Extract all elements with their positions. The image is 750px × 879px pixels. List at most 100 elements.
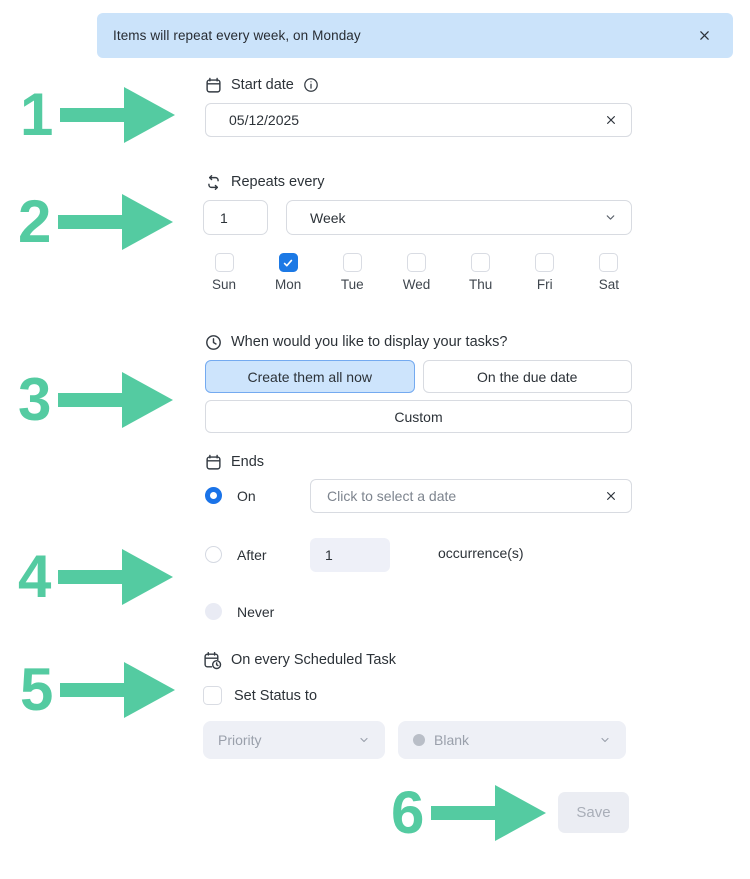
status-field-dropdown[interactable]: Priority (203, 721, 385, 759)
day-thu[interactable]: Thu (460, 253, 502, 292)
chevron-down-icon (599, 734, 611, 746)
step-number: 5 (20, 656, 53, 723)
status-color-dot (413, 734, 425, 746)
ends-on-row: On Click to select a date (205, 479, 632, 513)
annotation-arrow-6: 6 (391, 779, 547, 846)
option-custom[interactable]: Custom (205, 400, 632, 433)
occurrences-input[interactable]: 1 (310, 538, 390, 572)
start-date-label: Start date (231, 77, 294, 93)
annotation-arrow-2: 2 (18, 188, 174, 255)
ends-label-row: Ends (205, 451, 264, 473)
day-wed-label: Wed (402, 277, 431, 292)
checkmark-icon (283, 259, 293, 266)
step-number: 1 (20, 81, 53, 148)
arrow-shaft (60, 683, 125, 697)
day-sat-label: Sat (598, 277, 620, 292)
day-sun-checkbox[interactable] (214, 253, 234, 272)
arrow-head-icon (124, 662, 176, 718)
arrow-shaft (58, 215, 123, 229)
end-date-input[interactable]: Click to select a date (310, 479, 632, 513)
step-number: 6 (391, 779, 424, 846)
interval-unit-value: Week (310, 209, 346, 226)
ends-never-label: Never (237, 603, 275, 620)
day-sat-checkbox[interactable] (599, 253, 619, 272)
status-field-value: Priority (218, 732, 262, 748)
arrow-head-icon (122, 194, 174, 250)
day-fri-checkbox[interactable] (535, 253, 555, 272)
day-fri[interactable]: Fri (524, 253, 566, 292)
day-thu-label: Thu (468, 277, 493, 292)
clock-icon (205, 334, 222, 351)
day-mon[interactable]: Mon (267, 253, 309, 292)
arrow-head-icon (495, 785, 547, 841)
ends-after-row: After 1 occurrence(s) (205, 538, 632, 572)
ends-never-row: Never (205, 603, 274, 620)
ends-on-radio[interactable] (205, 487, 222, 504)
weekday-selector: Sun Mon Tue Wed Thu Fri Sat (203, 253, 630, 292)
day-mon-checkbox[interactable] (278, 253, 298, 272)
clear-date-icon[interactable] (605, 114, 617, 126)
interval-value: 1 (220, 209, 228, 226)
interval-input[interactable]: 1 (203, 200, 268, 235)
annotation-arrow-5: 5 (20, 656, 176, 723)
end-date-placeholder: Click to select a date (327, 488, 457, 504)
arrow-head-icon (122, 549, 174, 605)
set-status-row: Set Status to (203, 686, 317, 705)
status-value-dropdown[interactable]: Blank (398, 721, 626, 759)
calendar-clock-icon (203, 651, 222, 670)
arrow-head-icon (124, 87, 176, 143)
arrow-shaft (58, 570, 123, 584)
display-option-group: Create them all now On the due date (205, 360, 632, 393)
scheduled-task-label: On every Scheduled Task (231, 652, 396, 668)
banner-close-icon[interactable] (698, 29, 711, 42)
day-sun[interactable]: Sun (203, 253, 245, 292)
option-create-all-now[interactable]: Create them all now (205, 360, 415, 393)
start-date-label-row: Start date (205, 74, 319, 96)
display-tasks-label-row: When would you like to display your task… (205, 331, 507, 353)
info-icon[interactable] (303, 77, 319, 93)
day-wed-checkbox[interactable] (406, 253, 426, 272)
ends-on-label: On (237, 487, 256, 504)
save-button[interactable]: Save (558, 792, 629, 833)
day-thu-checkbox[interactable] (471, 253, 491, 272)
annotation-arrow-3: 3 (18, 366, 174, 433)
day-mon-label: Mon (275, 277, 302, 292)
day-fri-label: Fri (536, 277, 553, 292)
step-number: 4 (18, 543, 51, 610)
annotation-arrow-4: 4 (18, 543, 174, 610)
banner-message: Items will repeat every week, on Monday (113, 28, 361, 43)
arrow-head-icon (122, 372, 174, 428)
calendar-icon (205, 454, 222, 471)
set-status-checkbox[interactable] (203, 686, 222, 705)
status-value: Blank (434, 732, 470, 748)
day-tue-checkbox[interactable] (342, 253, 362, 272)
arrow-shaft (60, 108, 125, 122)
option-on-due-date[interactable]: On the due date (422, 360, 632, 393)
arrow-shaft (431, 806, 496, 820)
set-status-label: Set Status to (234, 687, 318, 704)
day-sat[interactable]: Sat (588, 253, 630, 292)
chevron-down-icon (604, 211, 617, 224)
occurrences-value: 1 (325, 547, 333, 563)
day-wed[interactable]: Wed (395, 253, 437, 292)
annotation-arrow-1: 1 (20, 81, 176, 148)
start-date-input[interactable]: 05/12/2025 (205, 103, 632, 137)
ends-never-radio[interactable] (205, 603, 222, 620)
ends-after-radio[interactable] (205, 546, 222, 563)
arrow-shaft (58, 393, 123, 407)
repeat-icon (205, 174, 222, 191)
step-number: 3 (18, 366, 51, 433)
info-banner: Items will repeat every week, on Monday (97, 13, 733, 58)
repeats-label-row: Repeats every (205, 171, 325, 193)
ends-label: Ends (231, 454, 265, 470)
day-tue-label: Tue (340, 277, 364, 292)
chevron-down-icon (358, 734, 370, 746)
day-tue[interactable]: Tue (331, 253, 373, 292)
step-number: 2 (18, 188, 51, 255)
calendar-icon (205, 77, 222, 94)
repeats-label: Repeats every (231, 174, 325, 190)
clear-date-icon[interactable] (605, 490, 617, 502)
interval-unit-dropdown[interactable]: Week (286, 200, 632, 235)
display-tasks-question: When would you like to display your task… (231, 334, 508, 350)
